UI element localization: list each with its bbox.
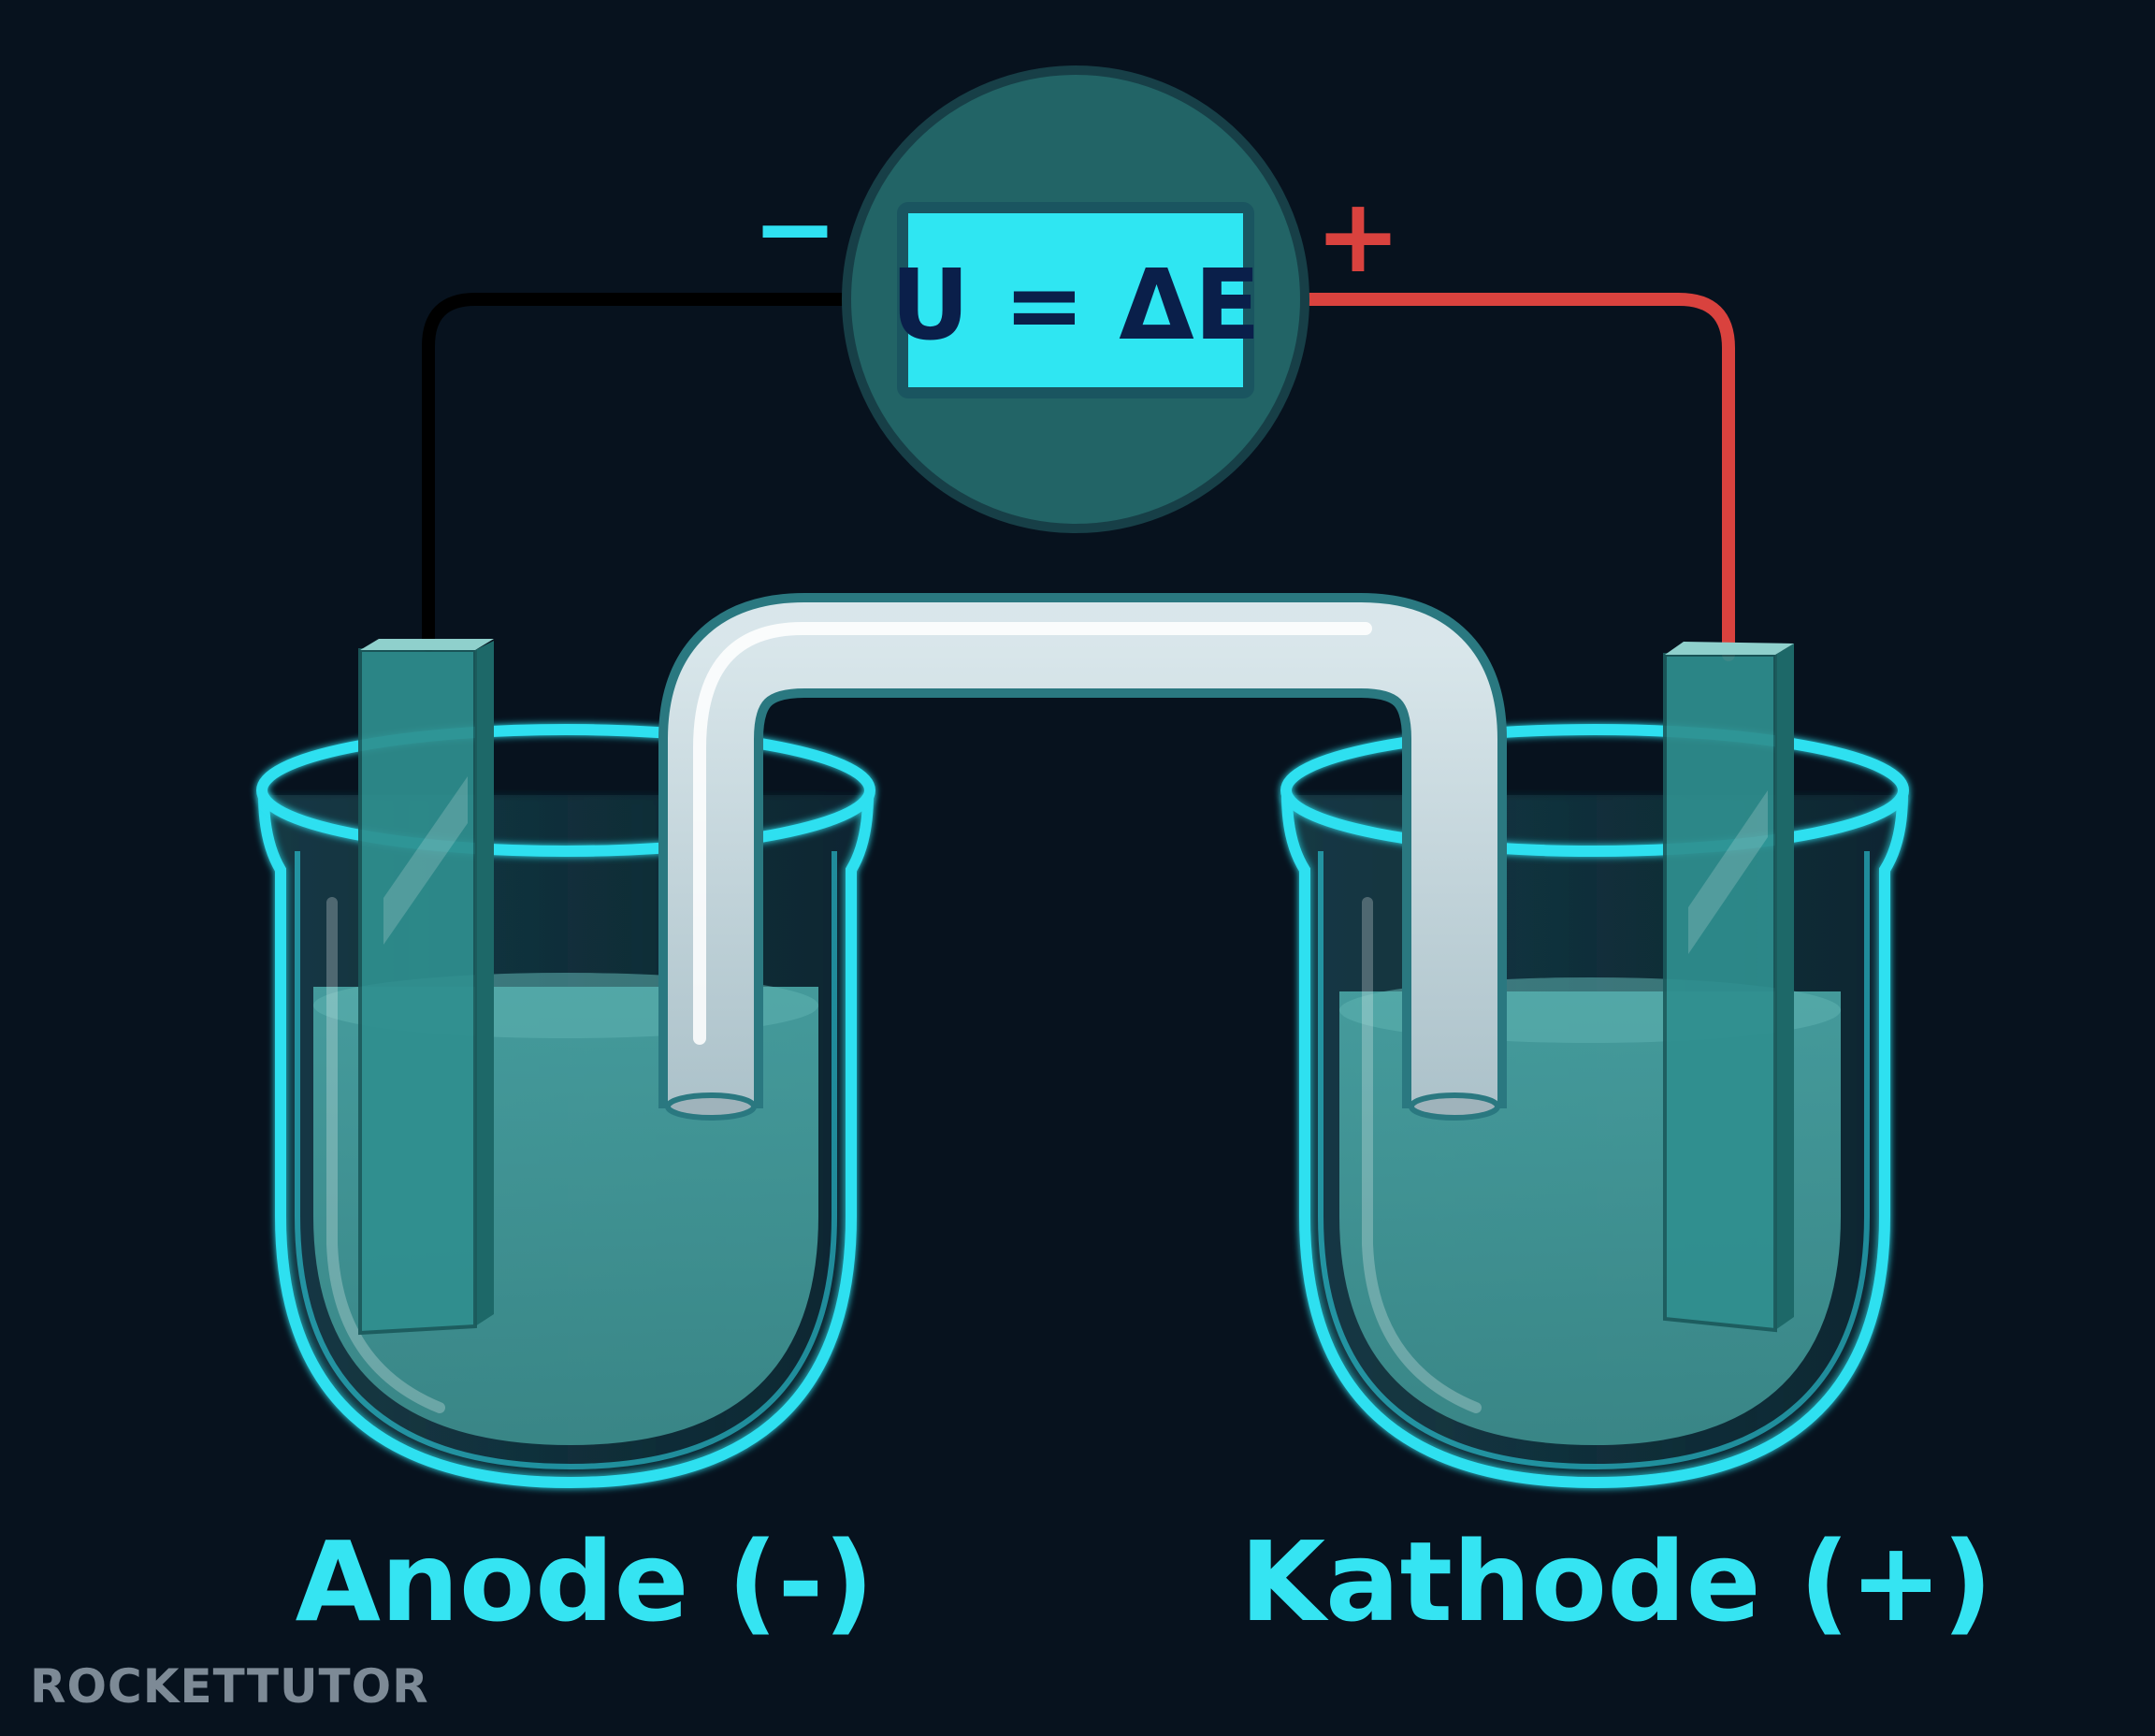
watermark-logo: ROCKETTUTOR — [30, 1659, 429, 1714]
salt-bridge — [658, 593, 1507, 1121]
salt-bridge-tube — [668, 602, 1497, 1108]
cathode-glass-highlight — [1362, 897, 1482, 1413]
cathode-electrode-side — [1775, 644, 1794, 1330]
voltmeter-display — [897, 202, 1254, 398]
cathode-electrode-shine — [1688, 790, 1768, 954]
cathode-beaker — [1280, 724, 1909, 1489]
anode-electrode-side — [475, 641, 494, 1326]
plus-sign: + — [1315, 176, 1401, 296]
anode-beaker-inner — [295, 851, 837, 1470]
cathode-electrode-front — [1663, 653, 1777, 1333]
anode-electrode-top — [360, 639, 494, 650]
salt-bridge-right-end — [1409, 1092, 1500, 1121]
cathode-label: Kathode (+) — [1240, 1517, 1993, 1646]
minus-sign: − — [752, 168, 838, 288]
cathode-beaker-inner — [1318, 851, 1870, 1470]
cathode-electrode-top — [1665, 642, 1794, 655]
wire-positive — [1298, 293, 1735, 661]
anode-beaker — [256, 724, 875, 1489]
anode-electrode — [358, 639, 494, 1336]
voltmeter: U = ΔE — [842, 65, 1309, 533]
cathode-electrode — [1663, 642, 1794, 1333]
salt-bridge-highlight — [693, 622, 1372, 1045]
anode-electrode-shine — [383, 776, 468, 945]
anode-label: Anode (-) — [296, 1517, 875, 1646]
wire-negative — [422, 293, 853, 652]
salt-bridge-left-end — [665, 1092, 757, 1121]
anode-glass-highlight — [326, 897, 445, 1413]
voltmeter-formula: U = ΔE — [890, 248, 1261, 362]
anode-electrode-front — [358, 648, 477, 1336]
cathode-beaker-rim — [1280, 724, 1909, 857]
anode-beaker-rim — [256, 724, 875, 857]
